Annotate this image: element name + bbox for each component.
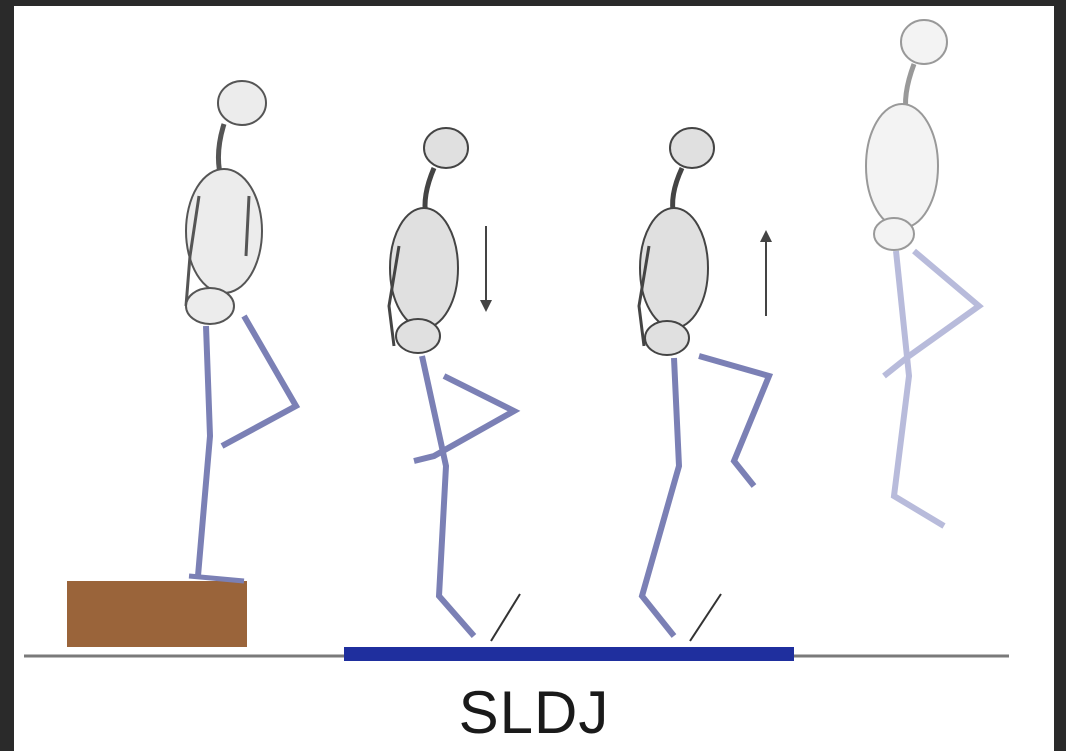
contact-marker (690, 594, 721, 641)
force-plate (344, 647, 794, 661)
drop-box (67, 581, 247, 647)
skeleton-landing-descent (389, 128, 514, 636)
skeleton-airborne (866, 20, 979, 526)
sldj-diagram (14, 6, 1054, 751)
descent-arrow (480, 226, 492, 312)
contact-marker (491, 594, 520, 641)
diagram-frame: SLDJ (14, 6, 1054, 751)
diagram-caption: SLDJ (14, 678, 1054, 747)
skeleton-propulsion (639, 128, 769, 636)
skeleton-standing-on-box (186, 81, 296, 581)
propulsion-arrow (760, 230, 772, 316)
